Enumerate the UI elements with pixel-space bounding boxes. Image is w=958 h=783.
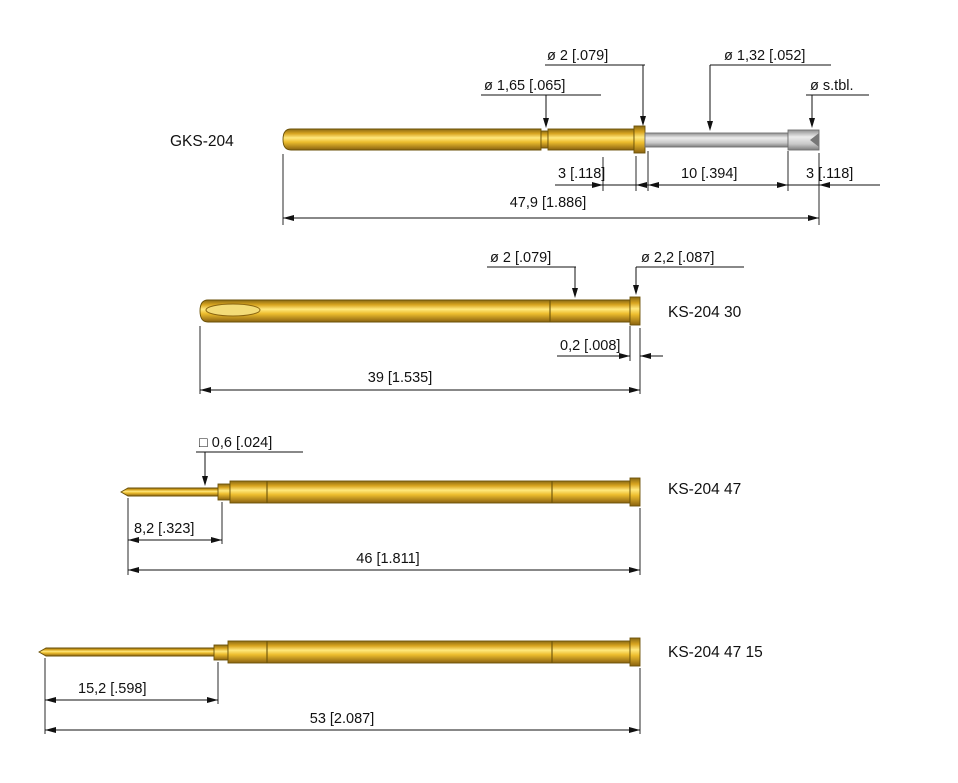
callout-dia-2: ø 2 [.079] (547, 48, 608, 64)
dim-total: 53 [2.087] (310, 711, 375, 727)
callout-dia-132: ø 1,32 [.052] (724, 48, 805, 64)
ks-204-47-barrel (229, 480, 631, 504)
callout-dia-2: ø 2 [.079] (490, 250, 551, 266)
gks-204-body (282, 125, 820, 154)
gks-204-callouts: ø 2 [.079] ø 1,65 [.065] ø 1,32 [.052] ø… (481, 48, 869, 131)
probe-gks-204: GKS-204 ø 2 [.079] ø 1,65 [.065] ø 1,32 … (170, 48, 880, 225)
ks-204-47-15-press-ring (629, 637, 641, 667)
gks-204-barrel (282, 128, 542, 151)
probe-ks-204-47-15: KS-204 47 15 15,2 [.598] 53 [2.087] (38, 637, 763, 734)
ks-204-47-body (120, 477, 641, 507)
gks-204-flange (633, 125, 646, 154)
callout-dia-22: ø 2,2 [.087] (641, 250, 714, 266)
ks-204-30-press-ring (629, 296, 641, 326)
dim-total: 47,9 [1.886] (510, 195, 587, 211)
ks-204-47-15-dimensions: 15,2 [.598] 53 [2.087] (44, 658, 641, 734)
probe-label: KS-204 30 (668, 304, 742, 321)
dim-total: 46 [1.811] (356, 551, 419, 567)
dim-total: 39 [1.535] (368, 370, 433, 386)
dim-seg1: 3 [.118] (558, 166, 605, 182)
ks-204-30-callouts: ø 2 [.079] ø 2,2 [.087] (487, 250, 744, 298)
dim-seg2: 10 [.394] (681, 166, 737, 182)
ks-204-30-body (199, 296, 641, 326)
probe-ks-204-30: KS-204 30 ø 2 [.079] ø 2,2 [.087] (199, 250, 744, 394)
callout-dia-tip: ø s.tbl. (810, 78, 854, 94)
gks-204-dimensions: 3 [.118] 10 [.394] 3 [.118] 47,9 [1.886] (282, 151, 880, 225)
ks-204-30-barrel (199, 299, 631, 323)
ks-204-47-15-body (38, 637, 641, 667)
gks-204-tip-notch (810, 133, 819, 147)
gks-204-barrel-end (547, 128, 635, 151)
ks-204-47-callouts: □ 0,6 [.024] (196, 435, 303, 486)
probe-label: KS-204 47 15 (668, 644, 763, 661)
dim-seg3: 3 [.118] (806, 166, 853, 182)
ks-204-30-dimensions: 0,2 [.008] 39 [1.535] (199, 326, 663, 394)
gks-204-plunger (644, 132, 789, 148)
probe-label: KS-204 47 (668, 481, 741, 498)
dim-tip-length: 8,2 [.323] (134, 521, 194, 537)
ks-204-47-dimensions: 8,2 [.323] 46 [1.811] (127, 498, 641, 575)
ks-204-47-press-ring (629, 477, 641, 507)
gks-204-crimp-groove (540, 130, 549, 149)
ks-204-47-15-collar (213, 644, 229, 661)
probe-label: GKS-204 (170, 133, 234, 150)
callout-square-tip: □ 0,6 [.024] (199, 435, 272, 451)
dim-tip-length: 15,2 [.598] (78, 681, 147, 697)
ks-204-47-tip-rod (120, 487, 223, 497)
callout-dia-165: ø 1,65 [.065] (484, 78, 565, 94)
ks-204-47-15-tip-rod (38, 647, 219, 657)
ks-204-47-collar (217, 483, 231, 501)
ks-204-30-head-slot (205, 303, 261, 317)
probe-ks-204-47: KS-204 47 □ 0,6 [.024] 8,2 [.323] (120, 435, 741, 575)
ks-204-47-15-barrel (227, 640, 631, 664)
dim-ring: 0,2 [.008] (560, 338, 620, 354)
